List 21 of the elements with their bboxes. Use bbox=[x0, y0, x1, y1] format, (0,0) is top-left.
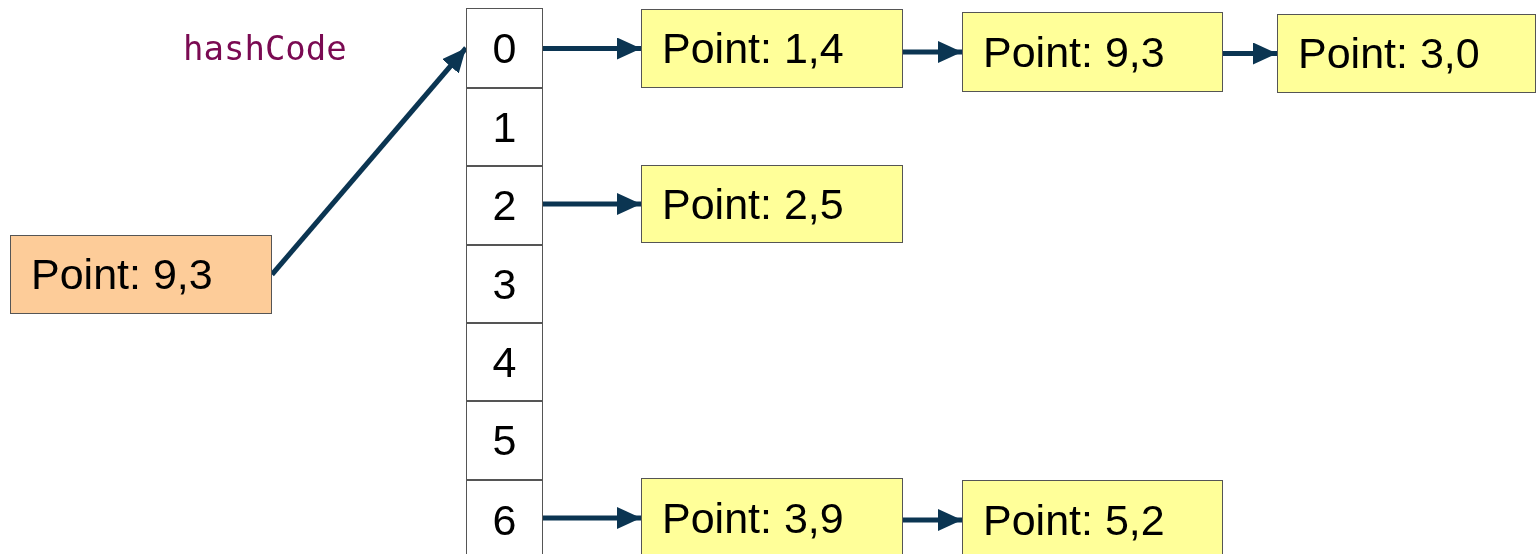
arrow bbox=[903, 41, 962, 63]
arrow bbox=[543, 507, 641, 529]
point-box: Point: 3,0 bbox=[1277, 14, 1536, 93]
arrow bbox=[543, 193, 641, 215]
arrow bbox=[903, 509, 962, 531]
point-box: Point: 5,2 bbox=[962, 480, 1223, 554]
arrow bbox=[270, 46, 468, 277]
point-box: Point: 1,4 bbox=[641, 9, 903, 88]
array-cell: 1 bbox=[466, 88, 543, 166]
array-cell: 2 bbox=[466, 166, 543, 245]
array-cell: 4 bbox=[466, 323, 543, 401]
point-box: Point: 2,5 bbox=[641, 165, 903, 243]
point-box: Point: 3,9 bbox=[641, 478, 903, 554]
arrow bbox=[543, 37, 641, 60]
arrow bbox=[1223, 42, 1277, 65]
array-cell: 5 bbox=[466, 401, 543, 480]
array-cell: 6 bbox=[466, 480, 543, 554]
point-box: Point: 9,3 bbox=[10, 235, 272, 314]
array-cell: 0 bbox=[466, 8, 543, 88]
array-cell: 3 bbox=[466, 245, 543, 323]
point-box: Point: 9,3 bbox=[962, 12, 1223, 92]
